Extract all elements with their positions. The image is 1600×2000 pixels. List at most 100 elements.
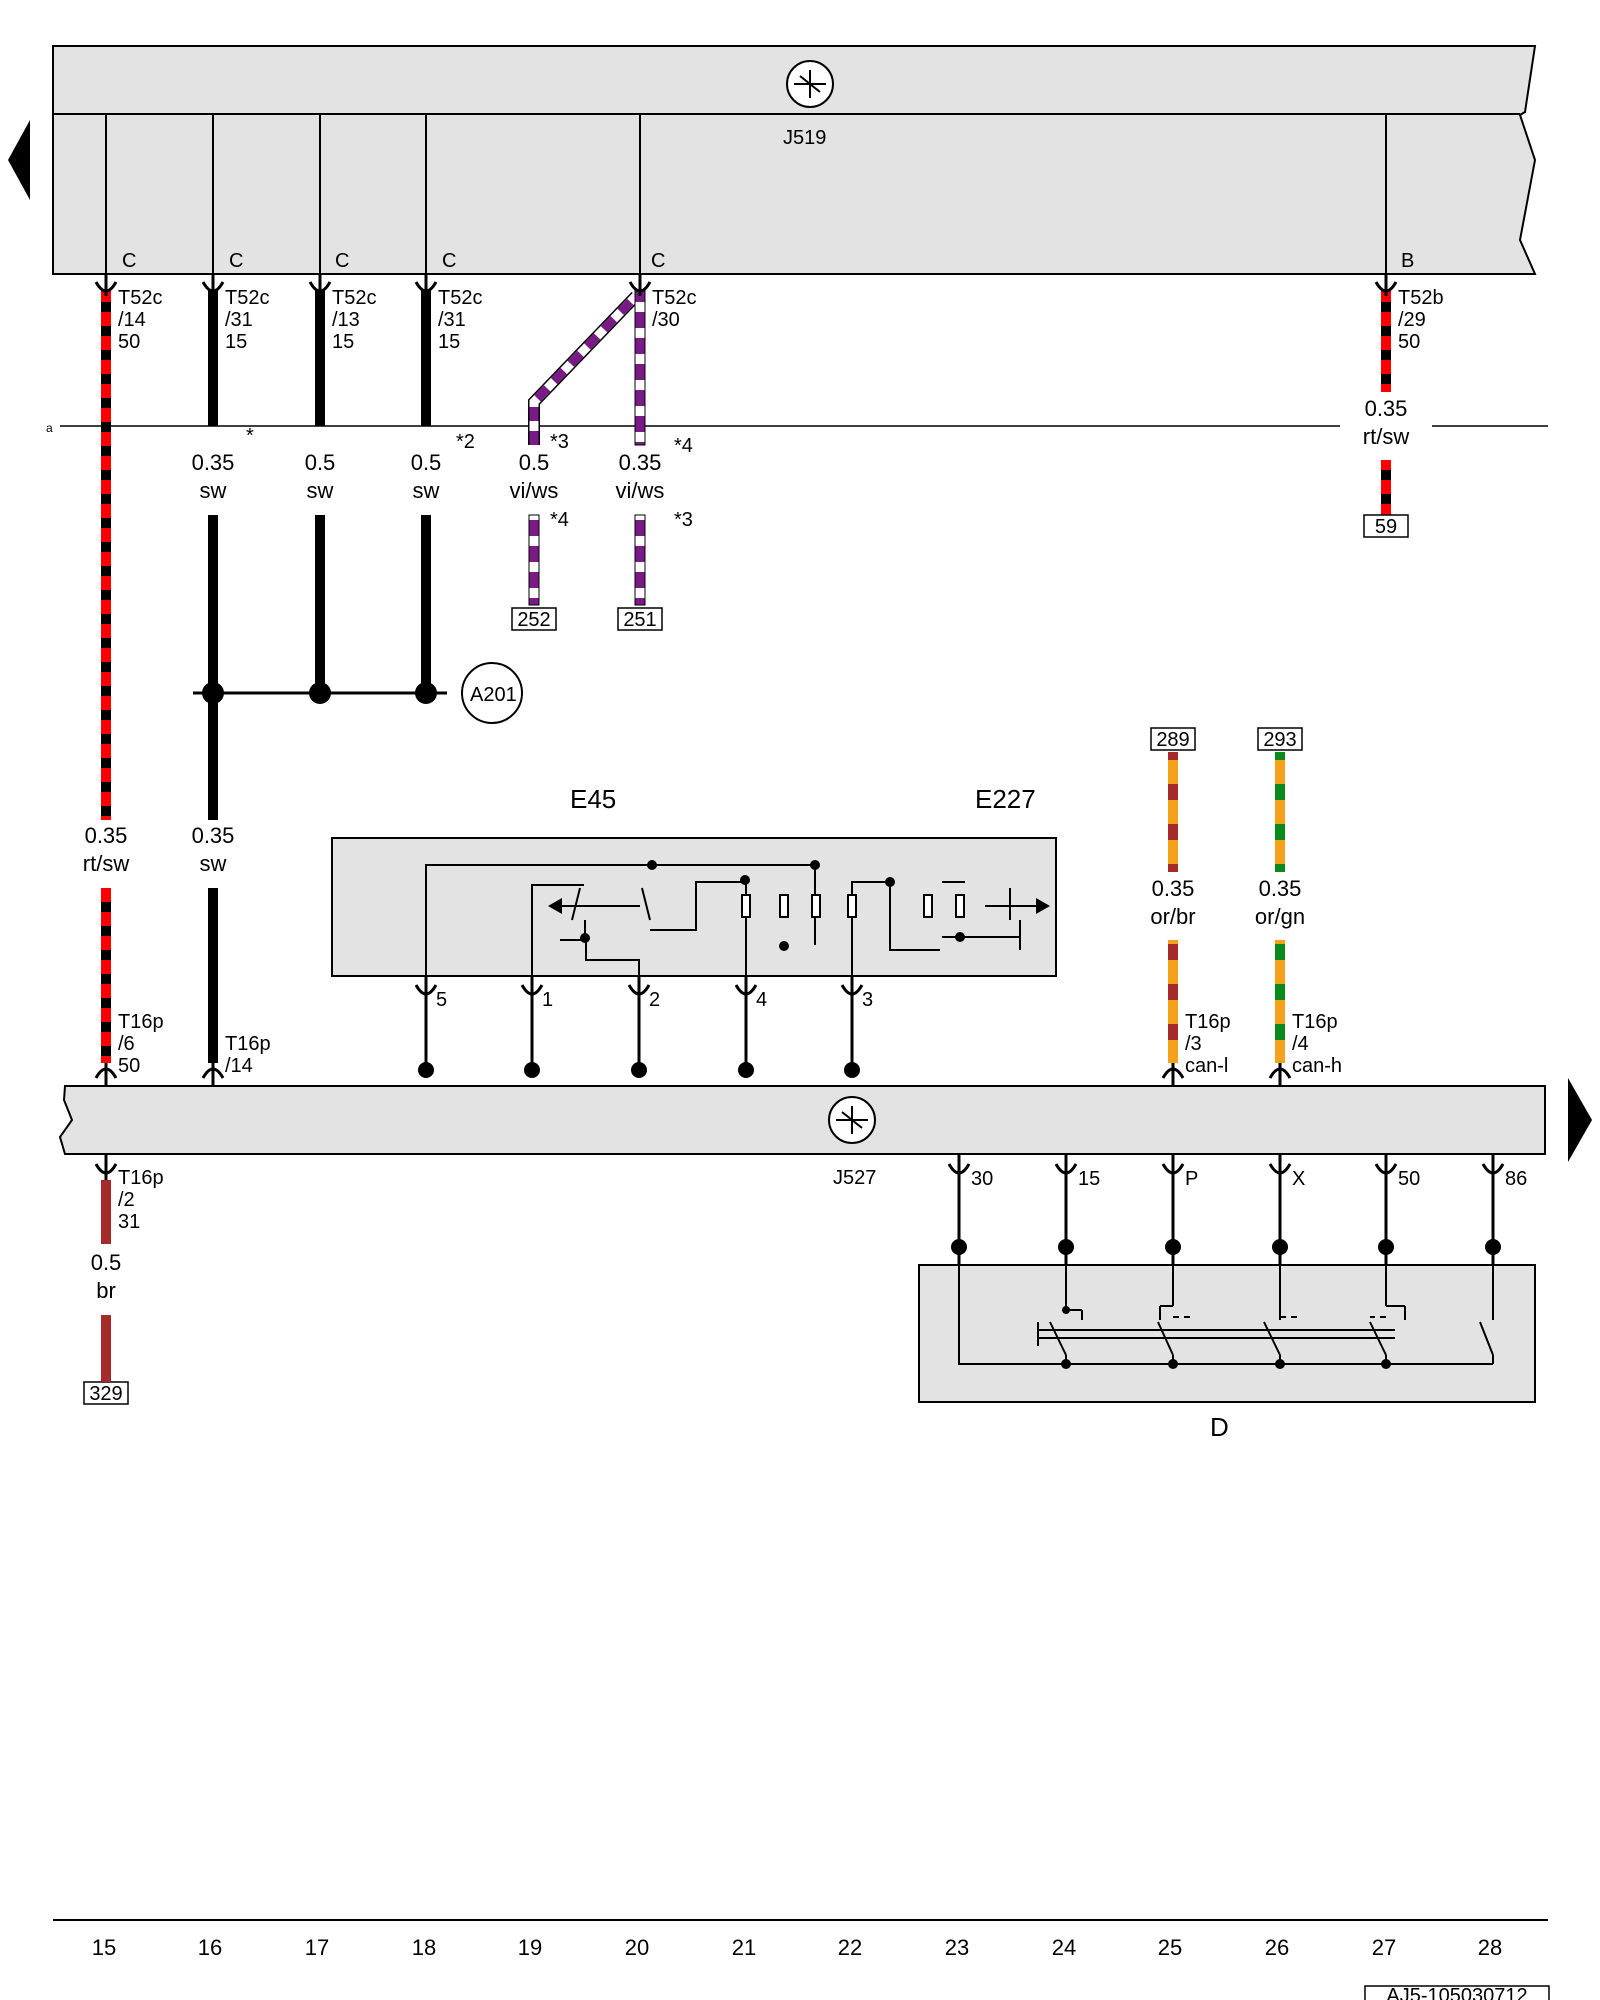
svg-text:/2: /2: [118, 1189, 135, 1211]
splice-node: [309, 682, 331, 704]
wire-label-26: 0.35 or/gn: [1255, 876, 1305, 929]
wire-sw-17b: [315, 515, 325, 695]
wire-label-16-mid: 0.35 sw: [180, 822, 246, 888]
ignition-pin-label: 15: [1078, 1168, 1100, 1190]
svg-text:26: 26: [1265, 1935, 1289, 1960]
connector-cups-top: [94, 274, 1398, 296]
pin-label-15: T52c /14 50: [118, 287, 162, 353]
ref-box-293: 293: [1257, 727, 1303, 751]
pin-label-17: T52c /13 15: [332, 287, 376, 353]
switch-arrow-right: [1036, 898, 1050, 914]
svg-text:15: 15: [225, 331, 247, 353]
e227-label: E227: [975, 784, 1036, 814]
wire-label-18: 0.5 sw *2: [396, 431, 475, 512]
j527-ecu-symbol: [828, 1096, 876, 1144]
svg-text:22: 22: [838, 1935, 862, 1960]
svg-text:vi/ws: vi/ws: [616, 478, 665, 503]
svg-text:20: 20: [625, 1935, 649, 1960]
pin-letter: B: [1401, 250, 1414, 272]
wire-viws-20a: [634, 289, 646, 446]
svg-text:19: 19: [518, 1935, 542, 1960]
switch-pin-label: 4: [756, 989, 767, 1011]
a201-circle: [461, 662, 523, 724]
wire-sw-16a: [208, 290, 218, 426]
svg-text:0.5: 0.5: [411, 450, 442, 475]
svg-text:21: 21: [732, 1935, 756, 1960]
pin-label-26-mid: T16p /4 can-h: [1292, 1011, 1342, 1077]
wire-viws-diagonal: [528, 291, 641, 445]
svg-text:or/br: or/br: [1150, 904, 1195, 929]
svg-text:24: 24: [1052, 1935, 1076, 1960]
svg-text:T16p: T16p: [1292, 1011, 1338, 1033]
pin-label-20: T52c /30: [652, 287, 696, 331]
splice-node: [202, 682, 224, 704]
svg-text:rt/sw: rt/sw: [1363, 424, 1410, 449]
svg-text:/4: /4: [1292, 1033, 1309, 1055]
switch-pin-connectors: [414, 976, 864, 1070]
ignition-pin-label: 50: [1398, 1168, 1420, 1190]
j519-label: J519: [783, 127, 826, 149]
svg-text:can-h: can-h: [1292, 1055, 1342, 1077]
svg-text:15: 15: [332, 331, 354, 353]
svg-text:or/gn: or/gn: [1255, 904, 1305, 929]
wire-sw-18b: [421, 515, 431, 695]
svg-text:/13: /13: [332, 309, 360, 331]
svg-text:17: 17: [305, 1935, 329, 1960]
j519-internal-lines: [105, 114, 1387, 274]
pin-label-18: T52c /31 15: [438, 287, 482, 353]
pin-label-25-mid: T16p /3 can-l: [1185, 1011, 1231, 1077]
svg-text:18: 18: [412, 1935, 436, 1960]
image-id-box: AJ5-105030712: [1364, 1985, 1550, 2000]
svg-text:/14: /14: [118, 309, 146, 331]
svg-text:25: 25: [1158, 1935, 1182, 1960]
svg-text:sw: sw: [200, 478, 227, 503]
svg-text:/31: /31: [225, 309, 253, 331]
splice-node: [415, 682, 437, 704]
switch-pin-label: 3: [862, 989, 873, 1011]
wire-sw-17a: [315, 290, 325, 426]
svg-text:br: br: [96, 1278, 116, 1303]
wire-label-19: 0.5 vi/ws *3: [510, 431, 569, 503]
column-numbers: 15 16 17 18 19 20 21 22 23 24 25 26 27 2…: [92, 1935, 1502, 1960]
switch-pin-label: 5: [436, 989, 447, 1011]
right-arrow: [1568, 1078, 1592, 1162]
wire-label-25: 0.35 or/br: [1150, 876, 1195, 929]
wire-br-15a: [101, 1180, 111, 1244]
wire-sw-16b: [208, 515, 218, 820]
wire-br-15b: [101, 1315, 111, 1382]
svg-text:T52c: T52c: [652, 287, 696, 309]
svg-text:27: 27: [1372, 1935, 1396, 1960]
wire-rtsw-27b: [1381, 460, 1391, 515]
connector-cup-bottom-left: [94, 1154, 118, 1180]
ref-box-59: 59: [1363, 514, 1409, 538]
svg-text:*4: *4: [674, 435, 693, 457]
svg-text:0.35: 0.35: [1259, 876, 1302, 901]
pin-letter: C: [229, 250, 243, 272]
wire-label-16: 0.35 sw *: [180, 425, 254, 512]
svg-text:252: 252: [517, 609, 550, 631]
svg-text:*2: *2: [456, 431, 475, 453]
svg-text:0.35: 0.35: [192, 823, 235, 848]
svg-text:251: 251: [623, 609, 656, 631]
wire-rtsw-15: [101, 290, 111, 820]
ref-box-329: 329: [83, 1381, 129, 1405]
ref-box-251: 251: [617, 607, 663, 631]
pin-letter: C: [335, 250, 349, 272]
wire-sw-16c: [208, 888, 218, 1063]
wire-orbr-25a: [1168, 752, 1178, 872]
wire-label-15-bottom: 0.5 br: [91, 1250, 122, 1303]
pin-letter: C: [651, 250, 665, 272]
svg-text:50: 50: [118, 1055, 140, 1077]
ignition-pin-label: 30: [971, 1168, 993, 1190]
svg-text:T16p: T16p: [1185, 1011, 1231, 1033]
svg-text:0.35: 0.35: [1152, 876, 1195, 901]
ignition-pin-label: 86: [1505, 1168, 1527, 1190]
wire-orgn-26a: [1275, 752, 1285, 872]
svg-text:0.5: 0.5: [305, 450, 336, 475]
svg-text:T16p: T16p: [118, 1167, 164, 1189]
note-lower-20: *3: [674, 509, 693, 531]
d-label: D: [1210, 1412, 1229, 1442]
switch-nodes: [580, 860, 965, 951]
left-arrow: [8, 120, 30, 200]
